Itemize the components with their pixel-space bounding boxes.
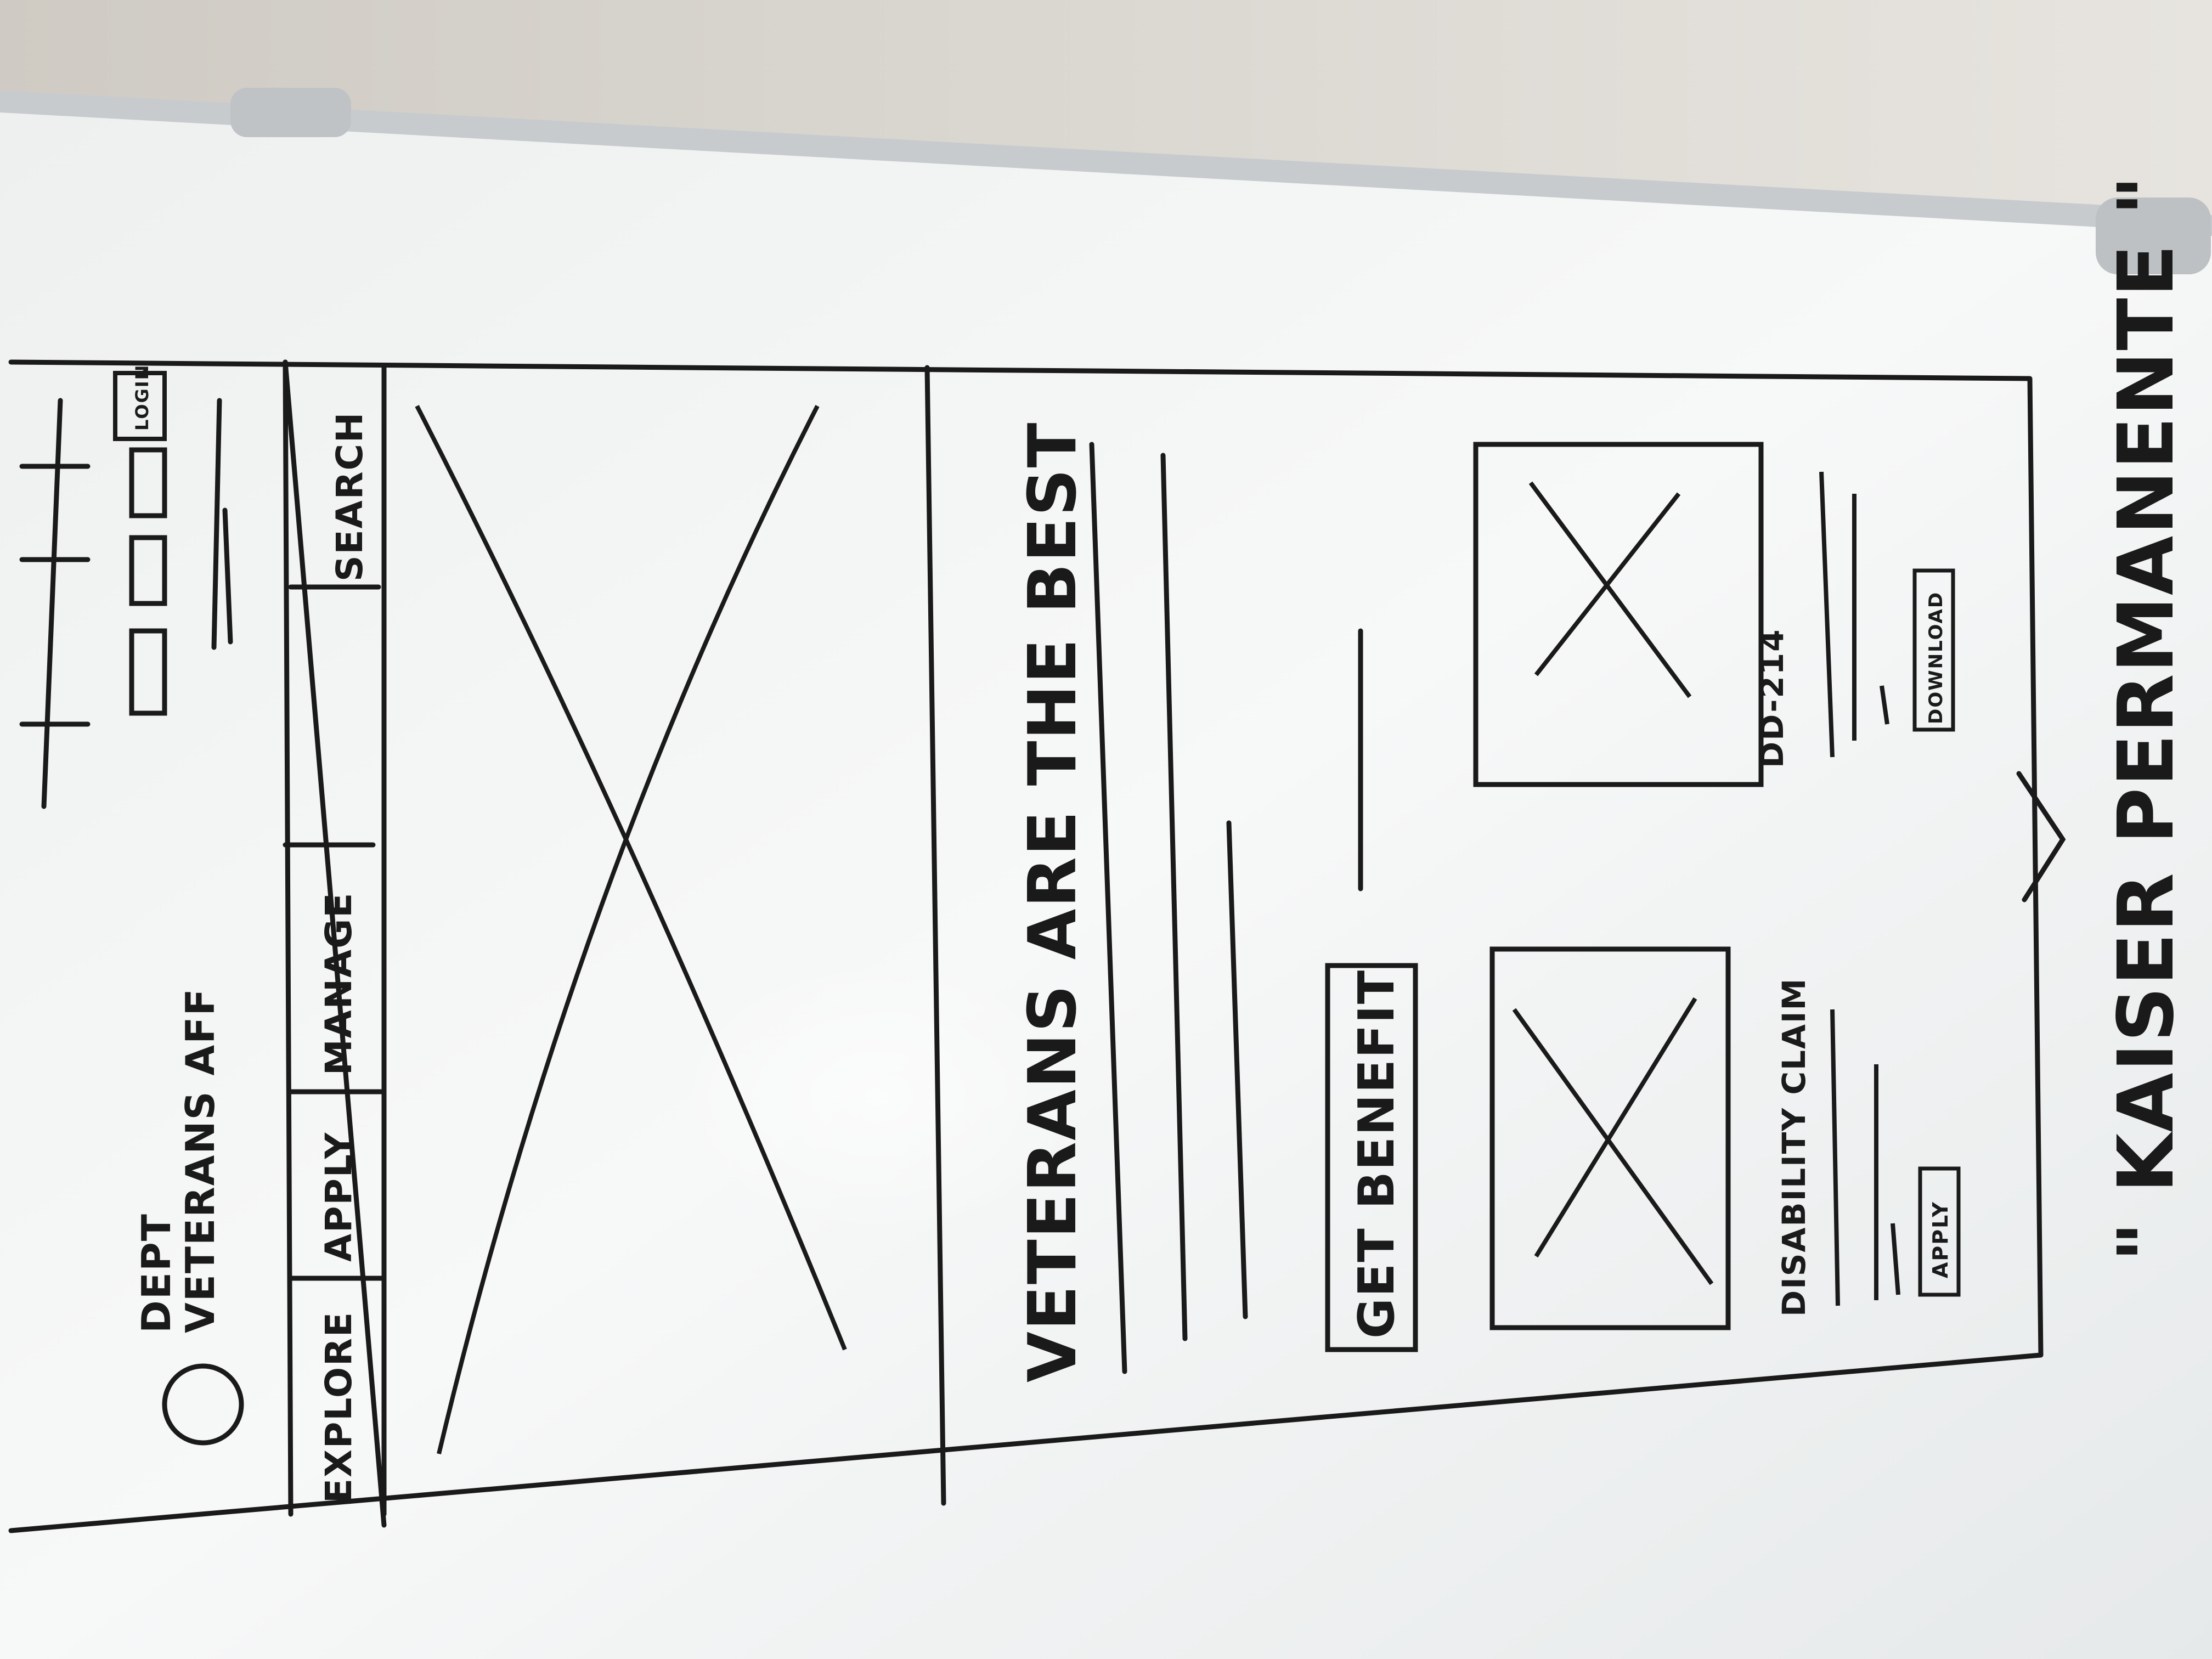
hero-bottom-line (924, 365, 946, 1506)
utility-line-a (211, 398, 222, 650)
card-2-line-a (1819, 471, 1835, 758)
nav-item-apply[interactable]: APPLY (318, 1132, 360, 1262)
login-button-label: LOGIN (132, 364, 153, 431)
page-outline (8, 359, 2044, 1533)
carousel-chevron-icon[interactable] (2016, 771, 2066, 902)
whiteboard-frame-top (0, 91, 2212, 236)
frame-clip-left (230, 88, 351, 137)
body-line-2 (1160, 453, 1188, 1341)
card-1-image-x-b (1534, 997, 1697, 1258)
card-2-title: DD-214 (1753, 628, 1791, 768)
card-1-apply-button[interactable] (1918, 1166, 1961, 1297)
get-benefit-button[interactable] (1325, 963, 1418, 1352)
logo-circle-icon (162, 1363, 244, 1446)
hero-image-placeholder (415, 405, 847, 1454)
card-2-download-button[interactable] (1912, 568, 1955, 732)
card-2-image-x-b (1534, 492, 1681, 676)
nav-item-search[interactable]: SEARCH (329, 411, 371, 582)
nav-item-explore[interactable]: EXPLORE (318, 1311, 360, 1503)
utility-box-1[interactable] (129, 628, 167, 716)
card-1-line-a (1830, 1009, 1840, 1306)
card-disability-claim: DISABILITY CLAIM APPLY (1489, 946, 1961, 1330)
utility-box-2[interactable] (129, 535, 167, 606)
body-line-1 (1089, 442, 1127, 1374)
card-dd214: DD-214 DOWNLOAD (1473, 442, 1955, 787)
frame-clip-right (2096, 198, 2211, 274)
caption-text: " KAISER PERMANENTE " (2102, 174, 2191, 1262)
get-benefit-button-label: GET BENEFIT (1348, 969, 1406, 1339)
card-1-apply-label: APPLY (1928, 1201, 1953, 1278)
card-1-line-c (1891, 1223, 1900, 1295)
org-name-line1: DEPT (133, 1213, 179, 1333)
utility-box-3[interactable] (129, 447, 167, 518)
card-1-image-placeholder (1489, 946, 1731, 1330)
card-2-download-label: DOWNLOAD (1925, 591, 1947, 724)
card-2-line-c (1880, 685, 1889, 725)
nav-left-line (283, 359, 294, 1517)
header-divider (283, 359, 387, 1528)
nav-item-manage[interactable]: MANAGE (318, 892, 360, 1075)
card-2-image-placeholder (1473, 442, 1764, 787)
headline: VETERANS ARE THE BEST (1015, 422, 1091, 1383)
card-2-image-x-a (1528, 481, 1692, 698)
glare-spot (669, 955, 1086, 1240)
org-name-line2: VETERANS AFF (177, 988, 223, 1333)
login-button[interactable] (113, 371, 167, 441)
card-1-image-x-a (1512, 1008, 1714, 1285)
body-line-3 (1226, 820, 1248, 1319)
utility-line-b (222, 507, 233, 645)
card-1-title: DISABILITY CLAIM (1775, 978, 1813, 1317)
